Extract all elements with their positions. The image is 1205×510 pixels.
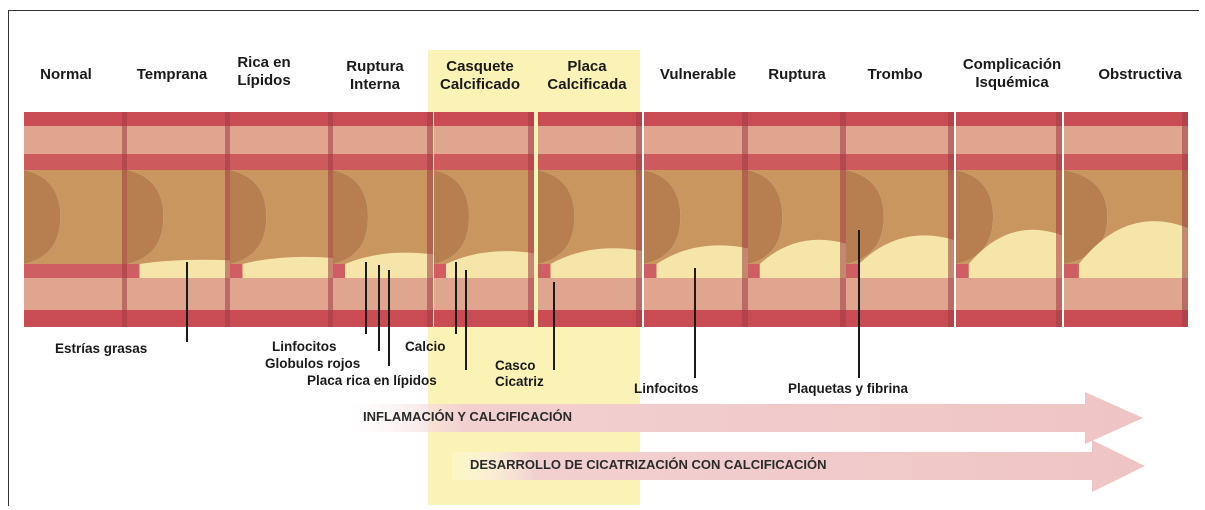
artery-segment-normal xyxy=(24,112,128,327)
leader-linfocitos-1 xyxy=(365,262,367,334)
callout-linfocitos-1: Linfocitos xyxy=(272,339,337,355)
stage-label-placa-calcificada: Placa Calcificada xyxy=(535,58,639,94)
callout-placa-rica-en-lipidos: Placa rica en lípidos xyxy=(307,373,437,389)
artery-segment-temprana xyxy=(127,112,231,327)
stage-label-normal: Normal xyxy=(30,66,102,84)
stage-label-ruptura-interna: Ruptura Interna xyxy=(332,58,418,94)
leader-estrias xyxy=(186,262,188,342)
stage-label-rica-en-lipidos: Rica en Lípidos xyxy=(228,54,300,90)
leader-calcio xyxy=(455,262,457,334)
stage-label-obstructiva: Obstructiva xyxy=(1084,66,1196,84)
leader-plaquetas xyxy=(858,230,860,378)
arrow-desarrollo: DESARROLLO DE CICATRIZACIÓN CON CALCIFIC… xyxy=(452,440,1147,492)
arrow-inflamacion: INFLAMACIÓN Y CALCIFICACIÓN xyxy=(345,392,1145,444)
leader-casco xyxy=(465,270,467,370)
artery-segment-rica xyxy=(230,112,334,327)
leader-linfocitos-2 xyxy=(694,268,696,378)
stage-label-casquete-calcificado: Casquete Calcificado xyxy=(428,58,532,94)
artery-segment-trombo xyxy=(846,112,954,327)
callout-casco-cicatriz: Casco Cicatriz xyxy=(495,358,544,390)
artery-segment-casquete xyxy=(434,112,534,327)
artery-segment-obstructiva xyxy=(1064,112,1188,327)
callout-globulos-rojos: Globulos rojos xyxy=(265,356,360,372)
arrow-inflamacion-label: INFLAMACIÓN Y CALCIFICACIÓN xyxy=(363,409,572,424)
callout-calcio: Calcio xyxy=(405,339,446,355)
callout-estrias-grasas: Estrías grasas xyxy=(55,341,147,357)
stage-label-ruptura: Ruptura xyxy=(754,66,840,84)
leader-cicatriz xyxy=(553,282,555,370)
stage-label-complicacion-isquemica: Complicación Isquémica xyxy=(948,56,1076,92)
artery-segment-ruptura xyxy=(748,112,846,327)
arrow-desarrollo-label: DESARROLLO DE CICATRIZACIÓN CON CALCIFIC… xyxy=(470,457,827,472)
stage-label-vulnerable: Vulnerable xyxy=(644,66,752,84)
artery-segment-complicacion xyxy=(956,112,1062,327)
leader-globulos xyxy=(378,265,380,351)
artery-segment-vulnerable xyxy=(644,112,748,327)
artery-segment-ruptura-interna xyxy=(333,112,433,327)
leader-placa-rica xyxy=(388,270,390,366)
stage-label-temprana: Temprana xyxy=(124,66,220,84)
stage-label-trombo: Trombo xyxy=(852,66,938,84)
